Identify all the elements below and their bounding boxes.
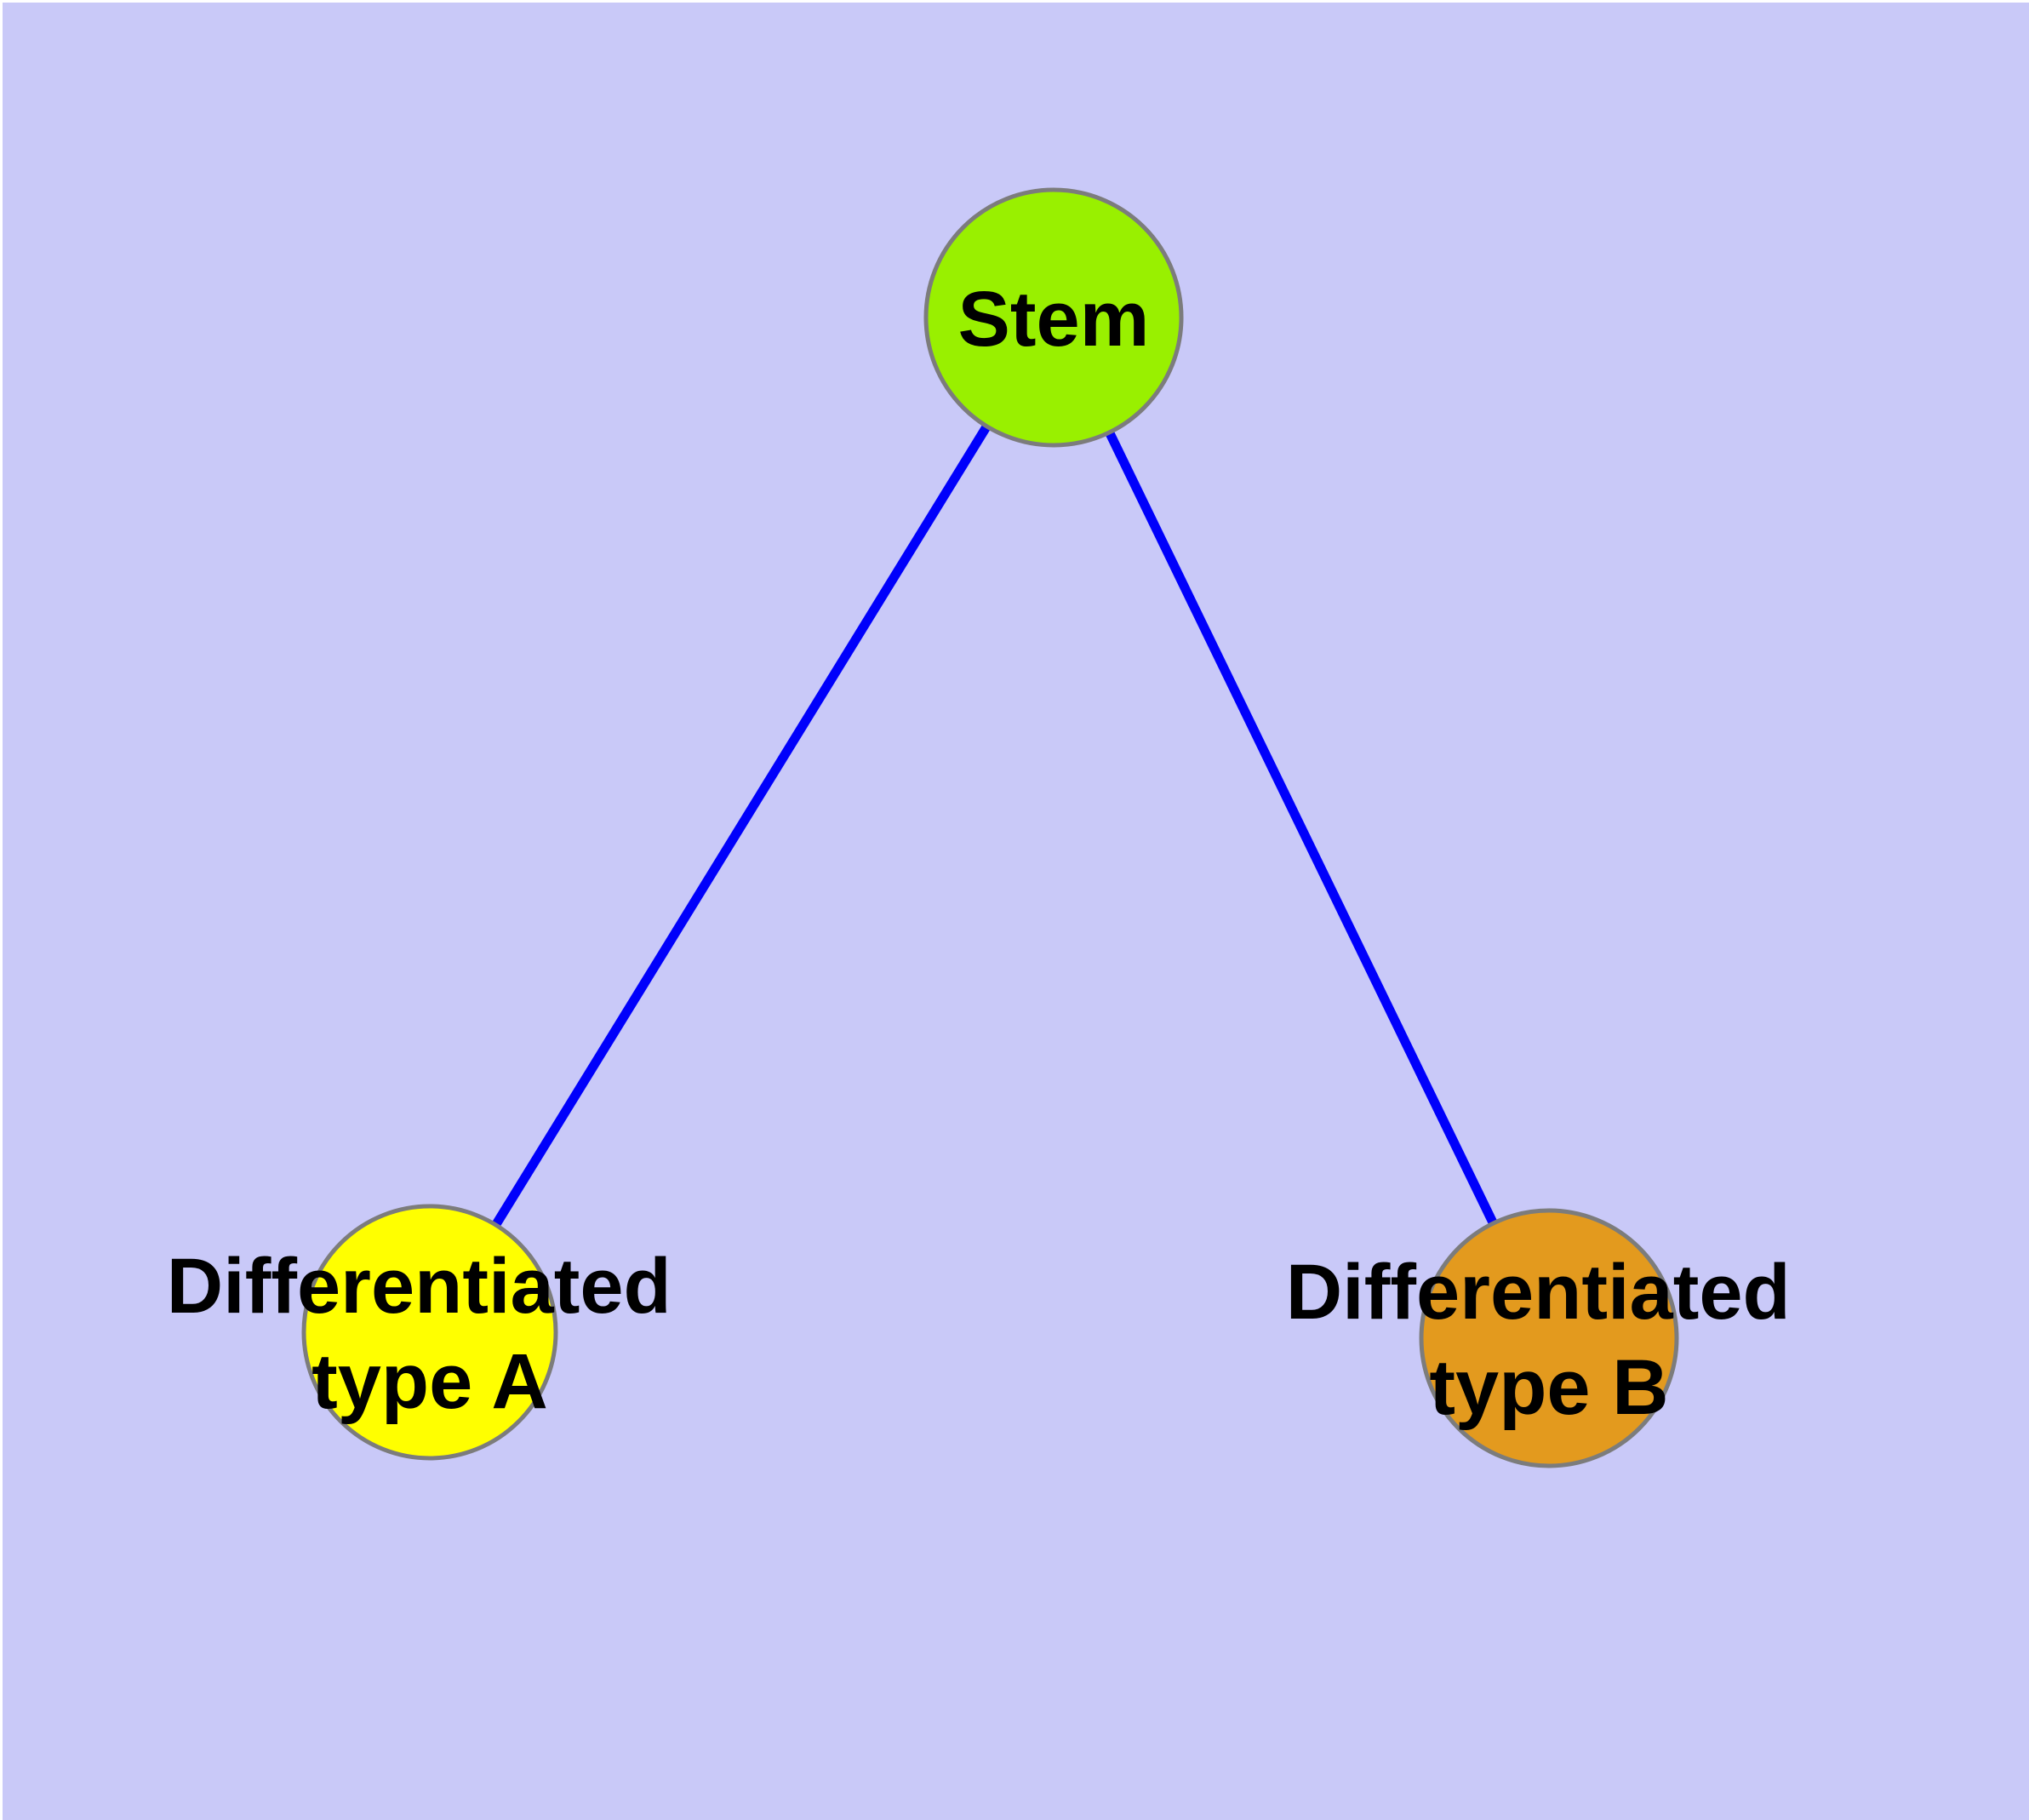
node-stem: Stem bbox=[923, 187, 1184, 448]
node-differentiated-type-a: Differentiated type A bbox=[167, 1204, 694, 1461]
type-a-node-label-line1: Differentiated bbox=[167, 1243, 672, 1330]
edge-stem-to-type-a bbox=[426, 315, 1058, 1335]
type-a-node-circle bbox=[301, 1204, 558, 1461]
stem-node-label: Stem bbox=[958, 276, 1150, 363]
type-b-node-label-line1: Differentiated bbox=[1286, 1249, 1791, 1336]
edge-stem-to-type-b bbox=[1049, 315, 1553, 1341]
node-differentiated-type-b: Differentiated type B bbox=[1286, 1208, 1813, 1468]
stem-node-label-line: Stem bbox=[958, 276, 1150, 363]
type-a-node-label: Differentiated type A bbox=[167, 1243, 694, 1425]
stem-node-circle bbox=[923, 187, 1184, 448]
type-b-node-circle bbox=[1419, 1208, 1679, 1468]
type-a-node-label-line2: type A bbox=[311, 1338, 548, 1425]
type-b-node-label-line2: type B bbox=[1429, 1344, 1668, 1431]
type-b-node-label: Differentiated type B bbox=[1286, 1249, 1813, 1431]
